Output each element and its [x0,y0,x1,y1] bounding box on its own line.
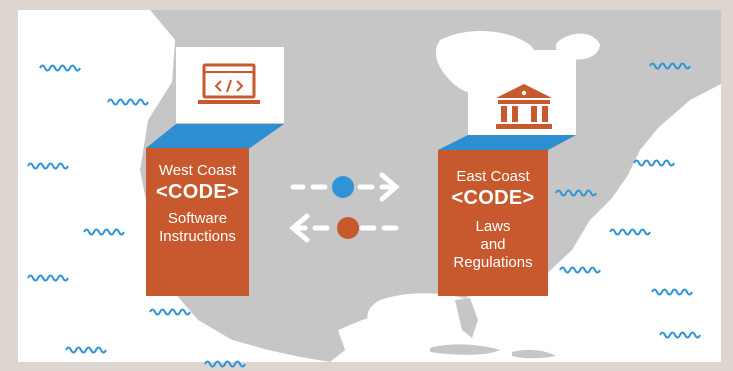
wave-icon [204,360,246,368]
west-coast-box: West Coast <CODE> Software Instructions [146,148,249,296]
wave-icon [555,189,597,197]
east-desc-line-2: and [480,236,506,253]
west-coast-label: West Coast [158,162,237,179]
wave-icon [633,159,675,167]
wave-icon [609,228,651,236]
gulf-water [367,293,481,354]
west-code-label: <CODE> [156,181,239,203]
wave-icon [65,346,107,354]
wave-icon [83,228,125,236]
east-coast-label: East Coast [456,168,530,185]
caribbean-island-1 [430,344,500,355]
west-desc-line-2: Instructions [159,228,236,245]
blue-dot [332,176,354,198]
east-coast-box: East Coast <CODE> Laws and Regulations [438,150,548,296]
right-arrow [290,172,400,202]
florida-land [455,298,478,338]
wave-icon [27,274,69,282]
wave-icon [651,288,693,296]
east-desc-line-3: Regulations [453,254,533,271]
wave-icon [559,266,601,274]
east-desc-line-1: Laws [475,218,511,235]
wave-icon [649,62,691,70]
west-top-face [146,124,284,148]
wave-icon [27,162,69,170]
courthouse-icon [496,84,552,129]
east-top-face [438,135,576,150]
wave-icon [149,308,191,316]
left-arrow [289,213,399,243]
west-desc-line-1: Software [167,210,228,227]
wave-icon [659,331,701,339]
wave-icon [107,98,149,106]
laptop-code-icon [198,63,260,104]
orange-dot [337,217,359,239]
east-code-label: <CODE> [451,187,535,209]
wave-icon [39,64,81,72]
caribbean-island-2 [512,349,556,359]
west-coast-edge-water [18,10,330,362]
greenland-land [600,10,721,80]
